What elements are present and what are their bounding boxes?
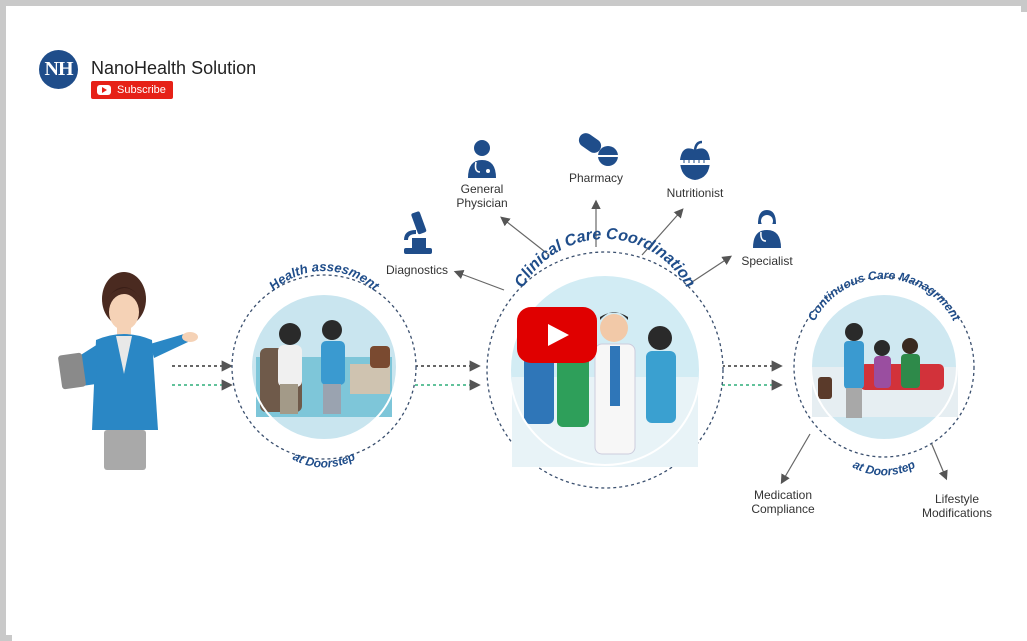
pill-icon [578, 133, 618, 166]
play-button[interactable] [517, 307, 597, 363]
continuous-subtitle: at Doorstep [851, 457, 918, 478]
lifestyle-line1: Lifestyle [934, 492, 980, 506]
apple-icon [680, 140, 710, 180]
general-physician-line2: Physician [456, 196, 508, 210]
nutritionist-label: Nutritionist [666, 186, 724, 200]
youtube-icon [97, 85, 111, 95]
presenter-illustration [58, 272, 198, 470]
channel-name[interactable]: NanoHealth Solution [91, 58, 257, 78]
medication-line1: Medication [753, 488, 813, 502]
medication-compliance-label: Medication Compliance [738, 488, 828, 516]
care-diagram: Health assesment at Doorstep Clinical Ca… [58, 199, 975, 489]
continuous-care-circle: Continuous Care Managrment at Doorstep [793, 268, 975, 478]
diagnostics-label: Diagnostics [385, 263, 449, 277]
video-canvas[interactable]: Health assesment at Doorstep Clinical Ca… [12, 12, 1027, 641]
health-assessment-circle: Health assesment at Doorstep [231, 259, 417, 470]
lifestyle-modifications-label: Lifestyle Modifications [910, 492, 1004, 520]
pharmacy-label: Pharmacy [568, 171, 624, 185]
flow-lines [172, 360, 783, 391]
assessment-subtitle: at Doorstep [291, 449, 358, 470]
specialist-label: Specialist [741, 254, 793, 268]
doctor-icon [468, 140, 496, 178]
spoke-arrows [453, 199, 948, 485]
subscribe-label: Subscribe [117, 84, 166, 96]
subscribe-button[interactable]: Subscribe [91, 81, 173, 99]
svg-text:at Doorstep: at Doorstep [291, 449, 358, 470]
general-physician-line1: General [460, 182, 504, 196]
channel-logo[interactable]: NH [39, 50, 78, 89]
microscope-icon [404, 211, 432, 254]
lifestyle-line2: Modifications [921, 506, 993, 520]
general-physician-label: General Physician [442, 182, 522, 210]
medication-line2: Compliance [751, 502, 815, 516]
female-doctor-icon [753, 210, 781, 248]
svg-text:at Doorstep: at Doorstep [851, 457, 918, 478]
